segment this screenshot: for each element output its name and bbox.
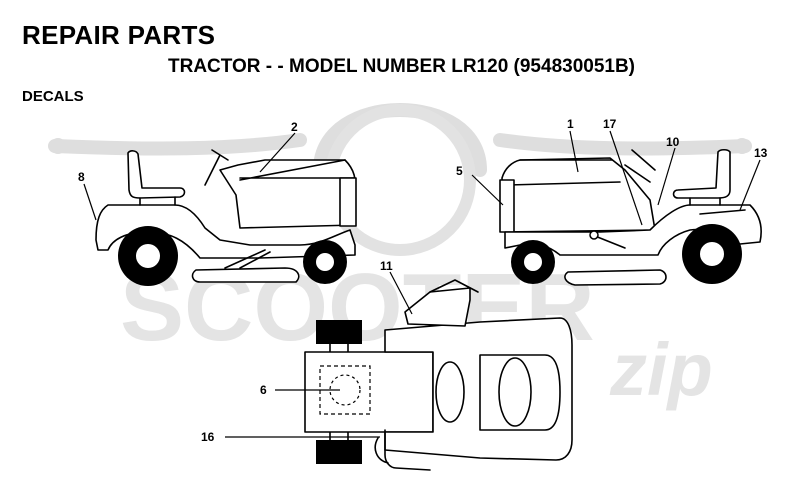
right-seat-post (689, 197, 721, 206)
left-hood-detail (239, 159, 356, 181)
left-seat-post (139, 196, 176, 206)
watermark-dot-right (734, 138, 750, 154)
callouts: 2 8 1 17 10 13 5 11 6 16 (78, 117, 768, 444)
left-mower-deck (191, 267, 300, 283)
leader-13 (739, 159, 761, 211)
callout-8: 8 (78, 170, 85, 184)
top-rear-tire-upper (316, 320, 362, 344)
right-front-hub (522, 251, 544, 273)
left-steering-wheel (204, 149, 229, 186)
right-fender-decal (699, 209, 746, 215)
callout-10: 10 (666, 135, 680, 149)
left-front-hub (314, 251, 336, 273)
right-hood-detail (507, 159, 621, 186)
top-hood-oval (498, 357, 532, 427)
watermark-script: zip (609, 328, 713, 411)
callout-11: 11 (380, 259, 393, 273)
callout-1: 1 (567, 117, 574, 131)
callout-13: 13 (754, 146, 768, 160)
callout-6: 6 (260, 383, 267, 397)
right-hood (501, 157, 656, 233)
watermark-swoosh-left (48, 133, 307, 156)
top-seat-decal-circle (329, 374, 361, 406)
right-lever-knob (589, 230, 599, 240)
callout-17: 17 (603, 117, 617, 131)
top-axle-marks (329, 343, 349, 441)
watermark-dot-left (50, 138, 66, 154)
right-grille (499, 179, 515, 233)
page-subtitle: TRACTOR - - MODEL NUMBER LR120 (95483005… (168, 56, 636, 77)
right-seat (672, 148, 731, 199)
tractor-right-side-view (499, 148, 762, 286)
right-lift-lever (594, 235, 626, 249)
callout-2: 2 (291, 120, 298, 134)
top-hood-oval-small (435, 361, 465, 423)
page-title: REPAIR PARTS (22, 20, 216, 50)
top-rear-tire-lower (316, 440, 362, 464)
leader-lines (83, 130, 761, 438)
left-grille (339, 177, 357, 227)
leader-1 (569, 130, 579, 173)
top-front-detail (384, 429, 431, 471)
leader-17 (609, 130, 643, 226)
right-mower-deck (564, 269, 667, 286)
left-rear-hub (134, 242, 162, 270)
right-steering-wheel (624, 149, 656, 183)
left-seat (127, 150, 186, 199)
leader-11 (389, 271, 413, 315)
callout-16: 16 (201, 430, 215, 444)
top-chute (374, 437, 389, 464)
top-rear-body (304, 351, 434, 433)
leader-10 (657, 147, 676, 206)
leader-2 (259, 132, 296, 173)
top-steering-wheel (429, 279, 479, 293)
watermark-swoosh-right (493, 133, 752, 156)
right-rear-hub (698, 240, 726, 268)
tractor-top-view (304, 279, 573, 471)
tractor-left-side-view (95, 149, 357, 286)
section-title: DECALS (22, 88, 84, 105)
left-deck-lift (224, 249, 271, 269)
leader-8 (83, 183, 97, 221)
callout-5: 5 (456, 164, 463, 178)
leader-5 (471, 174, 504, 206)
